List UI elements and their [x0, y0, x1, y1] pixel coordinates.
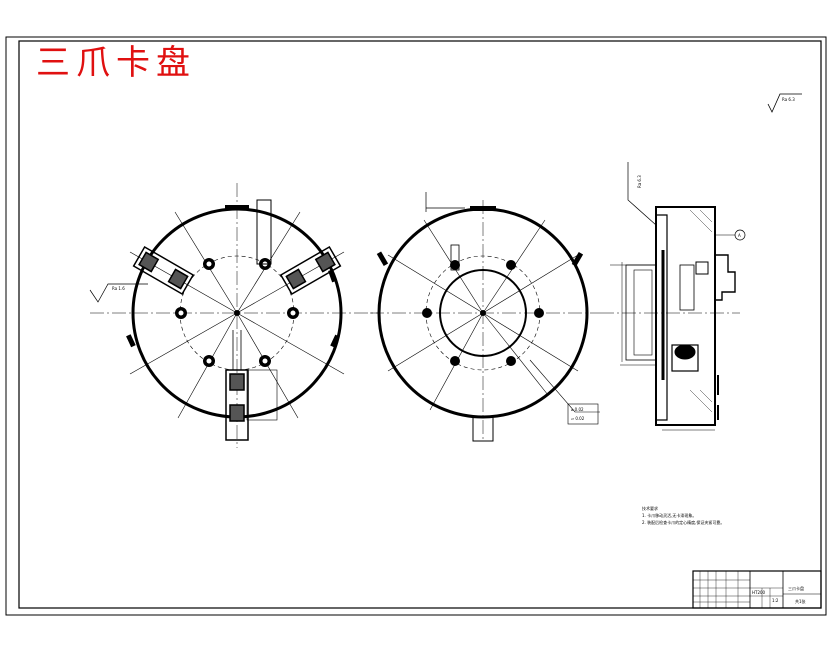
- title-block-material: HT200: [752, 590, 766, 595]
- tech-requirements-heading: 技术要求: [642, 505, 658, 511]
- tolerance-frame: [567, 403, 599, 425]
- title-block-sheet: 共1张: [795, 598, 806, 604]
- outer-frame: [5, 36, 827, 616]
- flatness-callout: ▱ 0.02: [571, 416, 585, 421]
- jaw-slot-top: [256, 199, 272, 265]
- front-view-with-jaws: [90, 183, 380, 448]
- center-hole: [234, 310, 240, 316]
- side-section-view: [600, 162, 746, 431]
- front-view-body: [370, 200, 600, 442]
- roughness-callout-right: Ra 6.3: [637, 175, 642, 188]
- jaw-bottom: [225, 330, 278, 441]
- roughness-callout-middle: [425, 192, 465, 212]
- bottom-boss: [472, 416, 494, 442]
- roughness-callout-left: [89, 283, 148, 303]
- title-block: [692, 570, 822, 609]
- roughness-note: Ra 6.3: [782, 97, 795, 102]
- title-block-scale: 1:2: [772, 598, 779, 603]
- drawing-title: 三爪卡盘: [36, 43, 196, 83]
- bore-circle: [439, 269, 527, 357]
- jaw-left: [132, 245, 195, 296]
- roughness-symbol: [767, 93, 802, 113]
- tech-requirement-line-2: 2. 装配后检查卡爪的定心精度,保证夹紧可靠。: [642, 519, 724, 525]
- jaw-right: [279, 245, 342, 296]
- tolerance-callout: ⌀ 0.02: [571, 407, 584, 412]
- title-block-name: 三爪卡盘: [788, 585, 804, 591]
- roughness-callout-left-text: Ra 1.6: [112, 286, 125, 291]
- datum-label: A: [738, 233, 741, 238]
- inner-frame: [18, 40, 822, 609]
- tech-requirement-line-1: 1. 卡爪移动灵活,无卡滞现象。: [642, 512, 696, 518]
